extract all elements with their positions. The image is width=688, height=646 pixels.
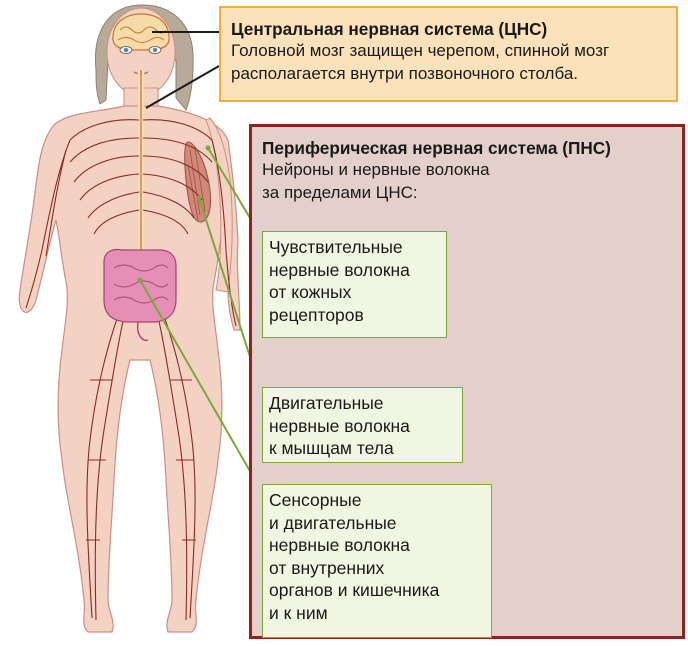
cns-line-2: располагается внутри позвоночного столба…: [231, 63, 664, 86]
label-line: органов и кишечника: [269, 579, 485, 602]
pns-line-1: Нейроны и нервные волокна: [262, 159, 672, 182]
label-line: Сенсорные: [269, 489, 485, 512]
label-line: нервные волокна: [269, 259, 440, 282]
visceral-fibers-label: Сенсорные и двигательные нервные волокна…: [262, 484, 492, 638]
label-line: Чувствительные: [269, 236, 440, 259]
label-line: нервные волокна: [269, 415, 456, 438]
visceral-connector-line: [140, 280, 262, 492]
label-line: от внутренних: [269, 557, 485, 580]
sensory-fibers-label: Чувствительные нервные волокна от кожных…: [262, 231, 447, 338]
pns-line-2: за пределами ЦНС:: [262, 182, 672, 205]
pns-title: Периферическая нервная система (ПНС): [262, 137, 672, 159]
motor-fibers-label: Двигательные нервные волокна к мышцам те…: [262, 387, 463, 463]
label-line: рецепторов: [269, 304, 440, 327]
label-line: к мышцам тела: [269, 437, 456, 460]
cns-title: Центральная нервная система (ЦНС): [231, 18, 664, 40]
cns-line-1: Головной мозг защищен черепом, спинной м…: [231, 40, 664, 63]
label-line: и двигательные: [269, 512, 485, 535]
label-line: и к ним: [269, 602, 485, 625]
cns-callout: Центральная нервная система (ЦНС) Головн…: [219, 6, 678, 102]
label-line: Двигательные: [269, 392, 456, 415]
label-line: нервные волокна: [269, 534, 485, 557]
cns-connector-line: [146, 66, 219, 108]
label-line: от кожных: [269, 281, 440, 304]
